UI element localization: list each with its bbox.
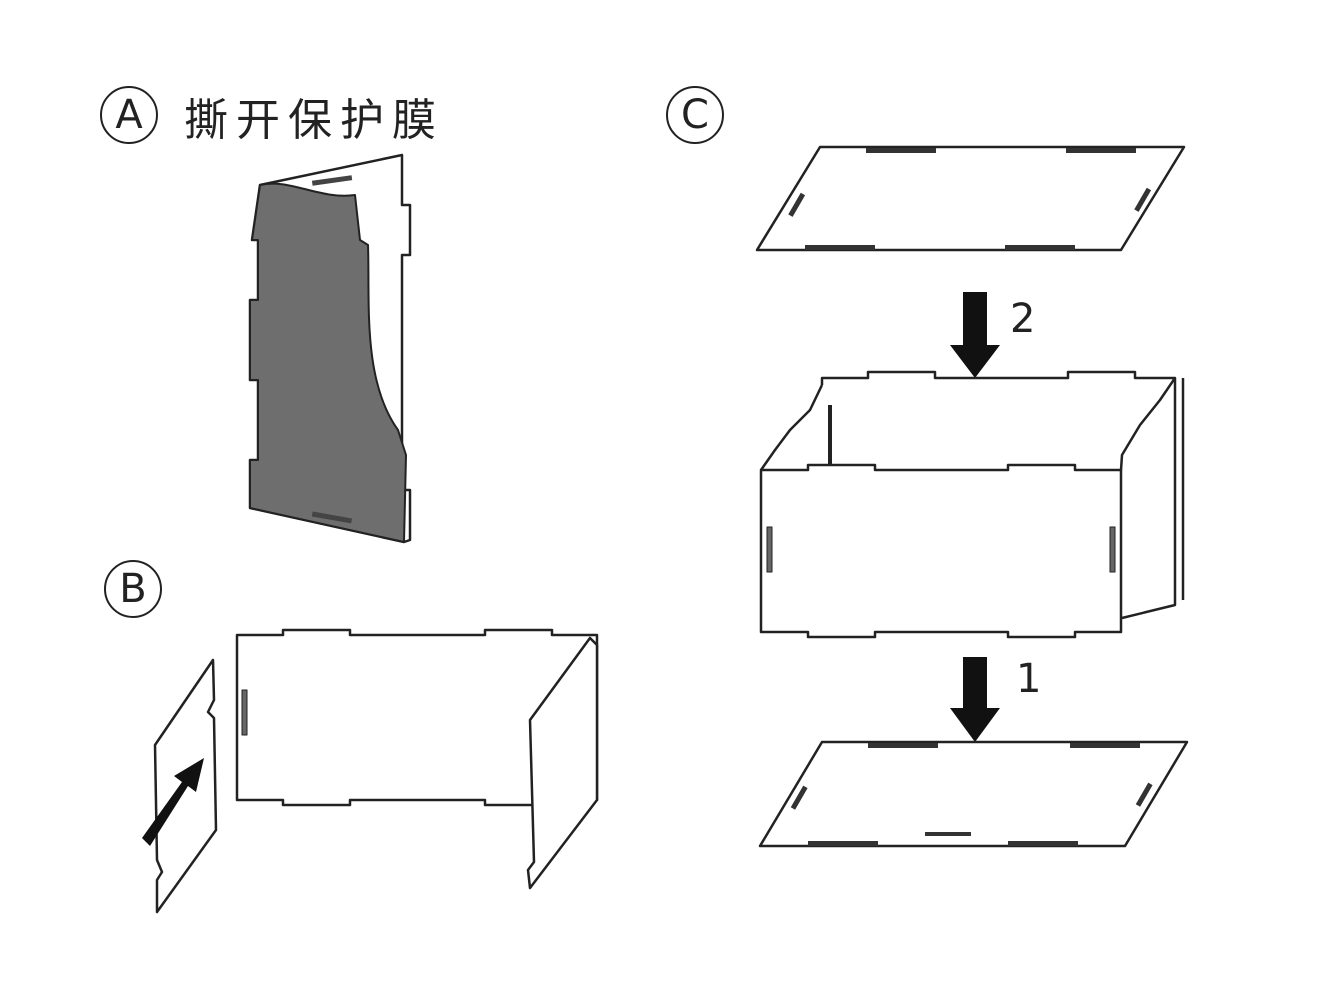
slot — [311, 175, 353, 186]
step-c-marker: C — [666, 86, 724, 144]
slot — [311, 511, 353, 524]
slot — [1109, 526, 1116, 573]
slot — [1005, 245, 1075, 250]
insert-arrow-icon — [142, 758, 204, 846]
slot — [805, 245, 875, 250]
slot — [1008, 841, 1078, 846]
slot — [766, 526, 773, 573]
slot — [790, 785, 808, 810]
box-right-edge — [1119, 377, 1177, 471]
top-plate — [755, 145, 1186, 252]
arrow-2-label: 2 — [1010, 296, 1036, 342]
slot — [1070, 743, 1140, 748]
slot — [866, 148, 936, 153]
step-b-marker: B — [104, 560, 162, 618]
bottom-plate — [758, 740, 1189, 848]
arrow-1-label: 1 — [1016, 656, 1042, 702]
right-side-panel — [526, 636, 599, 890]
step-c-assembly — [755, 145, 1189, 848]
slot — [1135, 782, 1153, 807]
step-a-caption: 撕开保护膜 — [184, 95, 444, 146]
step-b-assembly — [142, 628, 599, 914]
slot — [1066, 148, 1136, 153]
box-left-edge — [759, 384, 824, 471]
panel-with-film — [248, 153, 412, 544]
arrow-2-icon — [950, 292, 1000, 378]
logo-mark — [925, 832, 971, 836]
arrow-1-icon — [950, 657, 1000, 742]
slot — [788, 192, 806, 217]
box-front-panel — [759, 463, 1123, 639]
slot — [241, 689, 248, 736]
step-a-marker: A — [100, 86, 158, 144]
slot — [808, 841, 878, 846]
slot — [1134, 187, 1152, 212]
slot — [868, 743, 938, 748]
protective-film — [249, 182, 407, 543]
